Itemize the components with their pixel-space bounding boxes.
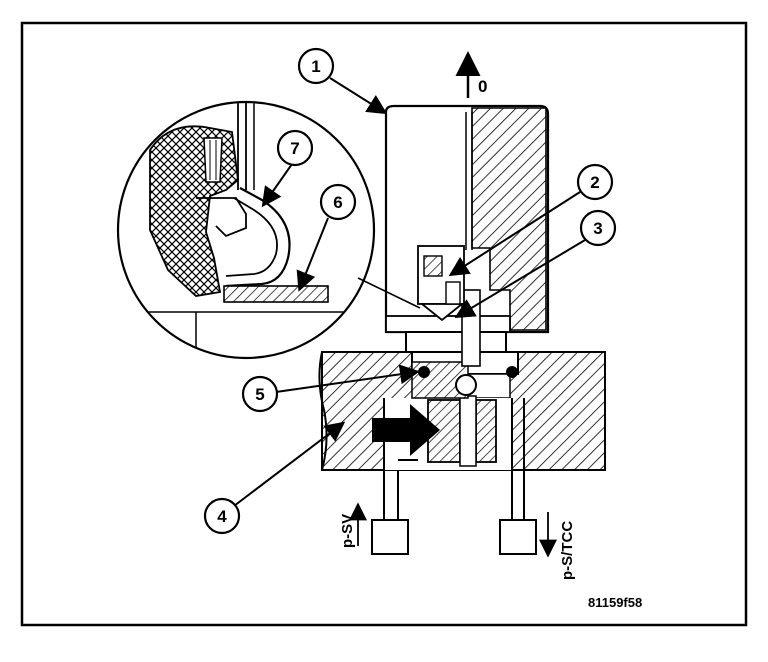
svg-text:6: 6 xyxy=(333,193,342,212)
svg-text:7: 7 xyxy=(290,139,299,158)
pipe-outlet xyxy=(499,398,537,555)
figure-id: 81159f58 xyxy=(588,595,642,610)
svg-text:1: 1 xyxy=(311,57,320,76)
svg-text:2: 2 xyxy=(590,173,599,192)
callout-5: 5 xyxy=(241,364,420,413)
p-s-tcc-label: p-S/TCC xyxy=(559,521,576,580)
callout-3: 3 xyxy=(454,209,617,319)
detail-view xyxy=(116,100,421,360)
callout-7: 7 xyxy=(261,129,314,208)
p-sv-label: p-SV xyxy=(339,514,356,548)
valve-housing xyxy=(318,351,606,471)
flow-arrow xyxy=(372,404,440,456)
zero-label: 0 xyxy=(478,77,487,96)
callout-6: 6 xyxy=(296,183,357,292)
ball-valve xyxy=(455,374,477,396)
o-ring-right xyxy=(506,366,518,378)
callout-2: 2 xyxy=(448,163,614,277)
direction-arrow-up: 0 xyxy=(455,51,487,98)
o-ring-left xyxy=(418,366,430,378)
solenoid-body xyxy=(384,104,550,367)
pipe-inlet xyxy=(371,459,418,555)
svg-text:4: 4 xyxy=(217,507,227,526)
svg-text:5: 5 xyxy=(255,385,264,404)
callout-4: 4 xyxy=(203,421,346,535)
callout-1: 1 xyxy=(297,47,388,115)
svg-text:3: 3 xyxy=(593,219,602,238)
